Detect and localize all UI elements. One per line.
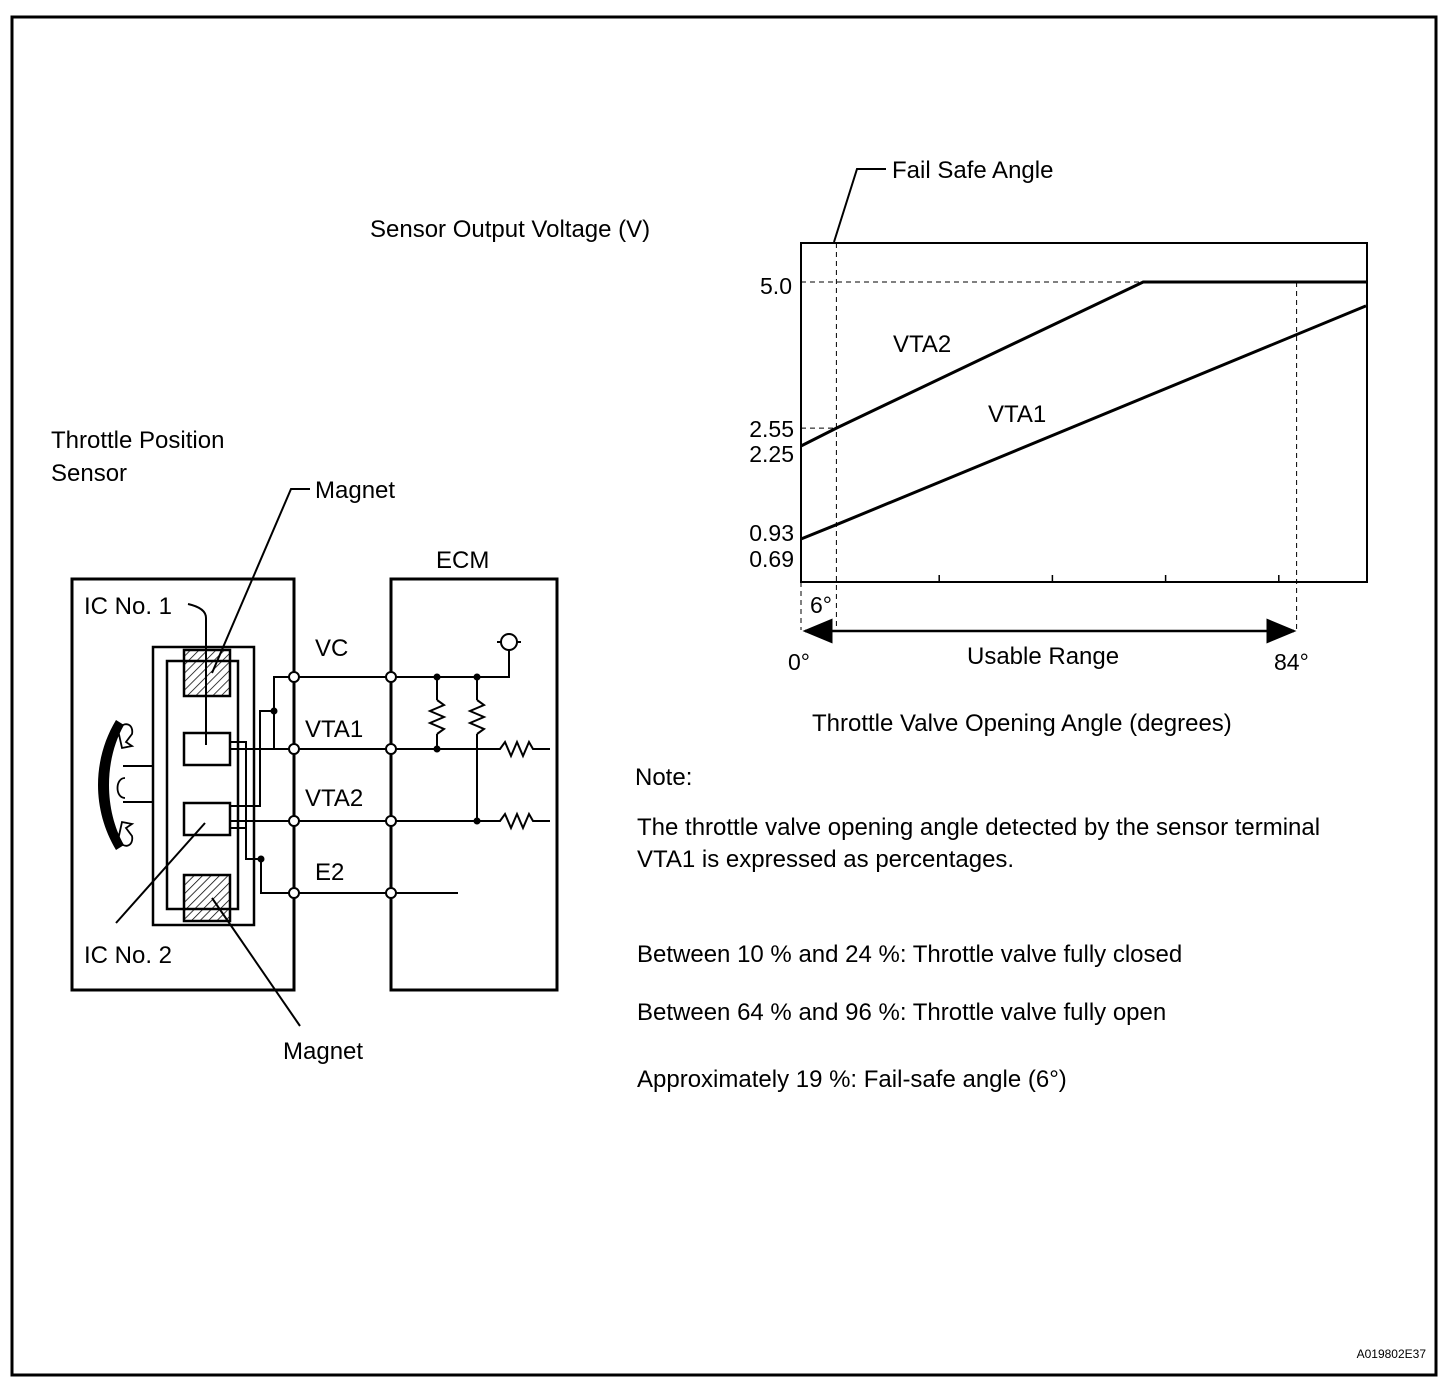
y-tick-label: 0.69 <box>749 546 794 572</box>
magnet-bottom-leader <box>211 897 301 1027</box>
terminal-e2: E2 <box>315 859 344 886</box>
note-item-3: Approximately 19 %: Fail-safe angle (6°) <box>637 1066 1067 1093</box>
note-item-2: Between 64 % and 96 %: Throttle valve fu… <box>637 999 1166 1026</box>
junction-dot <box>257 855 265 863</box>
circuit-diagram: Throttle Position Sensor Magnet IC No. 1… <box>51 427 559 1065</box>
magnet-top-label: Magnet <box>315 477 395 504</box>
x-tick-label-6: 6° <box>810 592 832 618</box>
ic2-block <box>182 801 232 837</box>
ic1-label: IC No. 1 <box>84 593 172 620</box>
y-tick-label: 5.0 <box>760 273 792 299</box>
y-tick-label: 0.93 <box>749 520 794 546</box>
ic2-leader <box>115 822 206 924</box>
notes-section: Note: The throttle valve opening angle d… <box>635 764 1320 1093</box>
outer-border <box>10 15 1438 1377</box>
connector-pins <box>288 671 397 899</box>
junction-dot <box>433 673 441 681</box>
junction-dot <box>433 745 441 753</box>
junction-dot <box>473 817 481 825</box>
x-tick-label-0: 0° <box>788 649 810 675</box>
y-tick-label: 2.55 <box>749 416 794 442</box>
note-line-1: The throttle valve opening angle detecte… <box>637 814 1320 841</box>
ic1-leader <box>187 603 207 745</box>
voltage-chart: Sensor Output Voltage (V) Fail Safe Angl… <box>370 157 1368 737</box>
ic-housing-inner <box>165 659 240 911</box>
magnet-bottom-label: Magnet <box>283 1038 363 1065</box>
y-tick-label: 2.25 <box>749 441 794 467</box>
ic-housing-outer <box>151 645 256 927</box>
figure-code: A019802E37 <box>1357 1347 1427 1361</box>
note-heading: Note: <box>635 764 692 791</box>
series-vta1-line <box>800 304 1367 541</box>
terminal-vta2: VTA2 <box>305 785 363 812</box>
ecm-label: ECM <box>436 547 489 574</box>
ic2-label: IC No. 2 <box>84 942 172 969</box>
junction-dot <box>270 707 278 715</box>
ecm-wiring <box>396 633 550 894</box>
chart-ylabel: Sensor Output Voltage (V) <box>370 216 650 243</box>
terminal-vc: VC <box>315 635 348 662</box>
sensor-box <box>70 577 296 992</box>
chart-xlabel: Throttle Valve Opening Angle (degrees) <box>812 710 1232 737</box>
sensor-title-line2: Sensor <box>51 460 127 487</box>
sensor-wiring <box>230 676 289 894</box>
chart-gridlines <box>800 243 1366 630</box>
fail-safe-label: Fail Safe Angle <box>892 157 1053 184</box>
rotation-arrow-icon <box>98 720 153 850</box>
magnet-top-leader <box>211 488 310 674</box>
note-item-1: Between 10 % and 24 %: Throttle valve fu… <box>637 941 1182 968</box>
x-tick-label-84: 84° <box>1274 649 1309 675</box>
plot-frame <box>800 242 1368 583</box>
terminal-lines <box>299 676 386 894</box>
series-vta2-line <box>800 280 1366 448</box>
series-vta1-label: VTA1 <box>988 401 1046 428</box>
note-line-2: VTA1 is expressed as percentages. <box>637 846 1014 873</box>
chart-x-ticks <box>938 575 1280 582</box>
ecm-box <box>389 577 559 992</box>
fail-safe-leader <box>833 168 886 243</box>
series-vta2-label: VTA2 <box>893 331 951 358</box>
terminal-vta1: VTA1 <box>305 716 363 743</box>
sensor-title-line1: Throttle Position <box>51 427 224 454</box>
junction-dot <box>473 673 481 681</box>
usable-range-label: Usable Range <box>967 643 1119 670</box>
